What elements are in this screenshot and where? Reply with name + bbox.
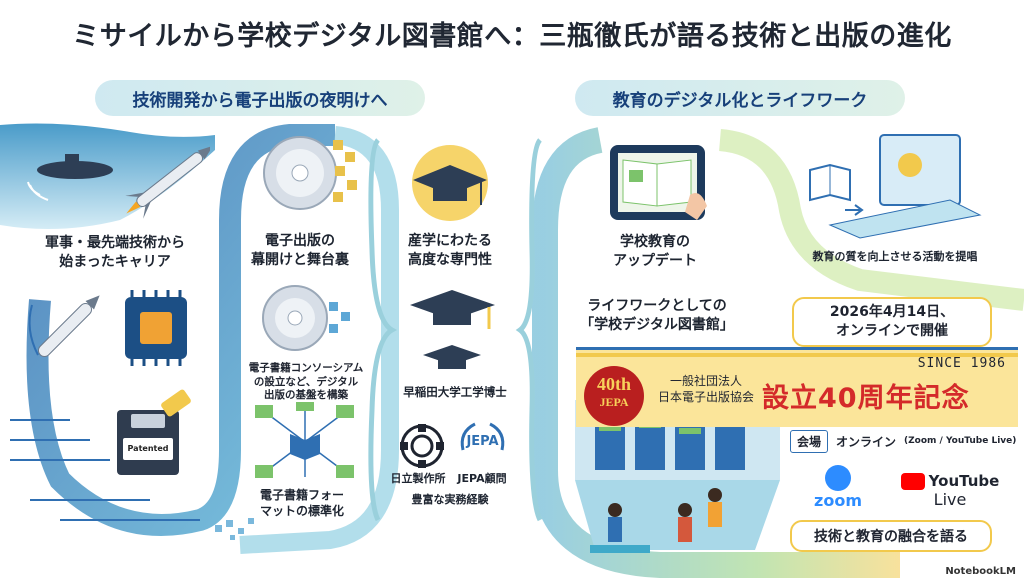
jepa-40th-badge: 40th JEPA [584, 366, 644, 426]
career-line-2: 始まったキャリア [59, 253, 171, 270]
hitachi-label: 日立製作所 [390, 472, 446, 485]
venue-label: 会場 [790, 429, 829, 453]
jepa-adviser-label: JEPA顧問 [457, 472, 507, 485]
patented-label: Patented [123, 438, 173, 460]
quality-label: 教育の質を向上させる活動を提唱 [812, 250, 978, 263]
cd-icon [263, 136, 357, 210]
lifework-line-2: 「学校デジタル図書館」 [580, 316, 734, 333]
event-date-line-2: オンラインで開催 [836, 322, 948, 339]
event-date-line-1: 2026年4月14日、 [829, 304, 955, 320]
career-line-1: 軍事・最先端技術から [45, 235, 185, 251]
venue-row: 会場 オンライン (Zoom / YouTube Live) [790, 429, 1020, 453]
graduation-cap-icon [412, 145, 488, 221]
school-update-line-1: 学校教育の [620, 234, 690, 250]
left-flow-band-2 [239, 126, 399, 554]
youtube-play-icon [900, 472, 925, 490]
ebook-dawn-label: 電子出版の 幕開けと舞台裏 [235, 232, 365, 270]
fusion-card: 技術と教育の融合を語る [790, 520, 992, 552]
left-flow-band [26, 124, 335, 536]
format-line-1: 電子書籍フォー [259, 488, 344, 502]
pixel-squares [215, 518, 254, 540]
cd-icon-2 [262, 285, 350, 351]
tablet-book-icon [610, 145, 707, 220]
badge-jepa: JEPA [599, 395, 629, 409]
right-brace [515, 138, 543, 522]
missile-chip-icon [28, 290, 187, 366]
credit-label: NotebookLM [945, 566, 1016, 577]
consortium-line-3: 出版の基盤を構築 [264, 389, 348, 402]
youtube-live-logo: YouTube Live [900, 472, 1000, 509]
venue-detail: (Zoom / YouTube Live) [904, 436, 1017, 446]
stacked-caps-icon [410, 290, 495, 369]
page-title: ミサイルから学校デジタル図書館へ：三瓶徹氏が語る技術と出版の進化 [72, 21, 952, 52]
waseda-label: 早稲田大学工学博士 [403, 385, 507, 399]
consortium-line-1: 電子書籍コンソーシアム [248, 362, 364, 374]
live-label: Live [933, 490, 967, 509]
expertise-line-1: 産学にわたる [408, 233, 492, 249]
school-update-line-2: アップデート [613, 252, 697, 269]
lifework-label: ライフワークとしての 「学校デジタル図書館」 [567, 297, 747, 335]
right-flow-band-2 [718, 129, 1024, 311]
lifework-line-1: ライフワークとしての [587, 298, 727, 314]
format-label: 電子書籍フォー マットの標準化 [232, 487, 372, 519]
venue-value: オンライン [836, 434, 897, 449]
hitachi-logo-icon [400, 424, 444, 468]
consortium-line-2: の設立など、デジタル [253, 375, 359, 388]
badge-40th: 40th [596, 374, 631, 394]
ebook-dawn-line-2: 幕開けと舞台裏 [251, 251, 349, 268]
zoom-logo: zoom [798, 465, 878, 515]
floppy-disk-icon: Patented [117, 410, 179, 475]
jepa-logo-icon: JEPA [455, 420, 510, 470]
event-date-card: 2026年4月14日、 オンラインで開催 [792, 297, 992, 347]
org-type: 一般社団法人 [669, 374, 742, 388]
ebook-dawn-line-1: 電子出版の [265, 233, 335, 249]
since-label: SINCE 1986 [917, 356, 1006, 371]
left-brace [368, 138, 398, 522]
submarine-missile-icon [27, 145, 210, 219]
consortium-label: 電子書籍コンソーシアム の設立など、デジタル 出版の基盤を構築 [236, 362, 376, 403]
expertise-line-2: 高度な専門性 [408, 251, 492, 268]
org-name: 日本電子出版協会 [657, 389, 754, 404]
right-flow-band [532, 127, 900, 578]
expertise-label: 産学にわたる 高度な専門性 [385, 232, 515, 270]
zoom-label: zoom [814, 491, 862, 510]
format-line-2: マットの標準化 [259, 504, 344, 519]
book-network-icon [255, 402, 354, 478]
org-block: 一般社団法人 日本電子出版協会 [651, 374, 761, 405]
experience-label: 豊富な実務経験 [411, 493, 489, 506]
anniversary-banner: SINCE 1986 40th JEPA 一般社団法人 日本電子出版協会 設立4… [576, 347, 1018, 427]
right-section-header: 教育のデジタル化とライフワーク [575, 80, 905, 116]
ai-learning-icon [809, 134, 982, 239]
career-label: 軍事・最先端技術から 始まったキャリア [20, 234, 210, 272]
left-section-header: 技術開発から電子出版の夜明けへ [95, 80, 425, 116]
anniversary-title: 設立40周年記念 [762, 383, 970, 414]
youtube-label: YouTube [928, 472, 1000, 490]
jepa-mark: JEPA [466, 434, 499, 449]
circuit-traces [10, 419, 200, 521]
school-update-label: 学校教育の アップデート [585, 233, 725, 271]
sea-wave [0, 123, 215, 229]
